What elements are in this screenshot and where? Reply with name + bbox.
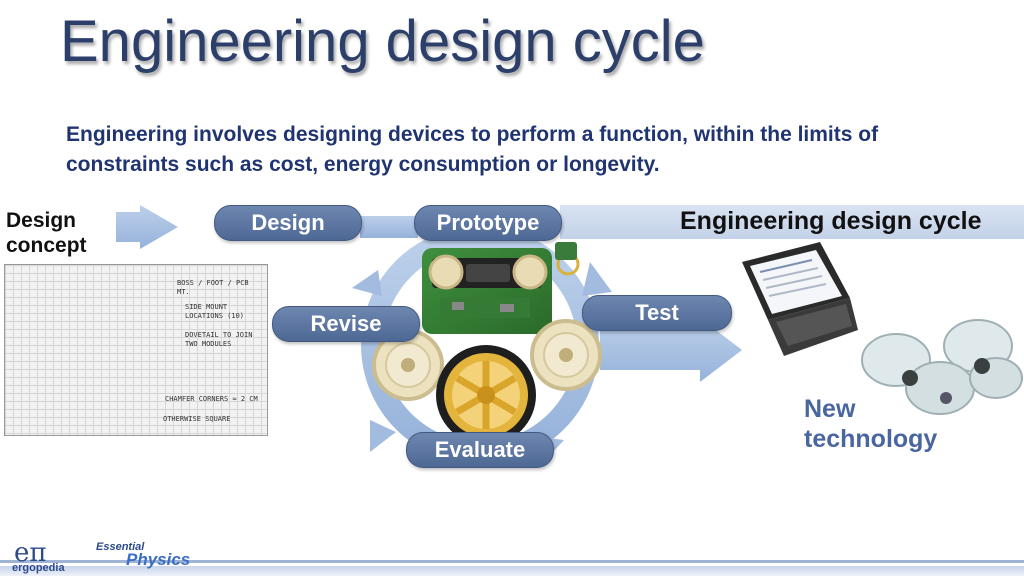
stage-prototype: Prototype — [414, 205, 562, 241]
new-technology-line2: technology — [804, 425, 938, 453]
sketch-note: DOVETAIL TO JOIN TWO MODULES — [185, 331, 253, 348]
cycle-header-label: Engineering design cycle — [680, 207, 982, 235]
stage-design: Design — [214, 205, 362, 241]
sketch-note: SIDE MOUNT LOCATIONS (10) — [185, 303, 245, 320]
ergopedia-logo-text: ergopedia — [12, 562, 65, 574]
ring-arrowhead-3 — [370, 420, 396, 452]
design-sketch-paper: BOSS / FOOT / PCB MT. SIDE MOUNT LOCATION… — [4, 264, 268, 436]
footer-rule — [0, 560, 1024, 563]
design-concept-line2: concept — [6, 234, 87, 257]
cycle-header-band — [560, 205, 1024, 239]
new-technology-line1: New — [804, 395, 856, 423]
new-technology-label: New technology — [804, 394, 937, 454]
ring-arrowhead-4 — [352, 270, 382, 296]
ergopedia-logo-symbol: eπ — [14, 538, 47, 568]
yellow-wheel-image — [436, 345, 536, 445]
sketch-note: CHAMFER CORNERS ≈ 2 CM — [165, 395, 258, 403]
design-concept-line1: Design — [6, 209, 77, 232]
sketch-note: BOSS / FOOT / PCB MT. — [177, 279, 249, 296]
sketch-note: OTHERWISE SQUARE — [163, 415, 231, 423]
design-to-prototype-connector — [360, 216, 418, 238]
new-technology-modules-image — [861, 319, 1023, 415]
footer-band — [0, 566, 1024, 576]
stage-revise: Revise — [272, 306, 420, 342]
subtitle: Engineering involves designing devices t… — [66, 123, 879, 176]
output-arrow — [600, 318, 742, 382]
right-gear-image — [530, 319, 602, 391]
stage-test: Test — [582, 295, 732, 331]
essential-physics-logo-essential: Essential — [96, 541, 145, 553]
ring-arrowhead-1 — [582, 262, 612, 296]
essential-physics-logo-physics: Physics — [126, 550, 191, 569]
robot-prototype-image — [422, 242, 580, 334]
design-concept-label: Design concept — [6, 208, 87, 258]
laptop-image — [742, 242, 858, 356]
page-title: Engineering design cycle — [60, 9, 705, 74]
input-arrow — [116, 205, 178, 249]
stage-evaluate: Evaluate — [406, 432, 554, 468]
